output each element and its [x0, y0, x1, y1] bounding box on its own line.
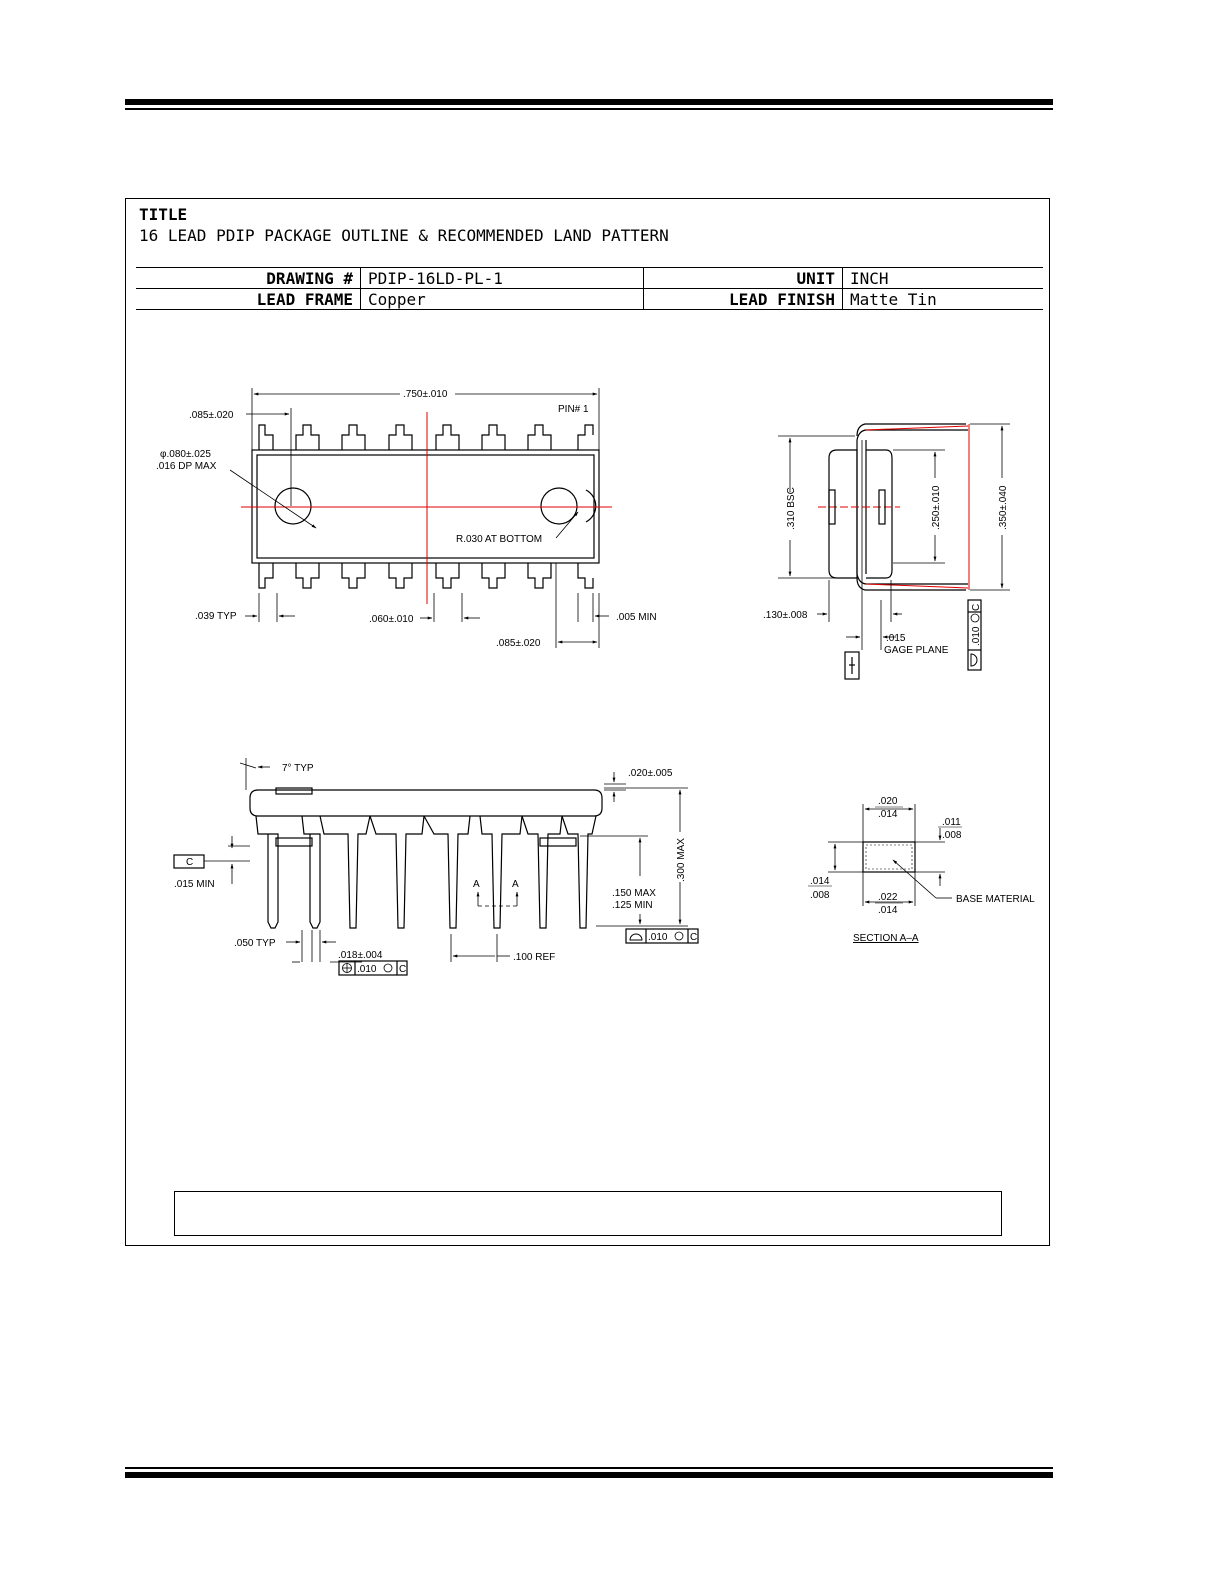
sec-bottom-min: .014	[878, 905, 898, 916]
lead-cross-section	[862, 841, 916, 873]
lead-frame-value: Copper	[360, 288, 644, 310]
end-view	[778, 423, 1010, 680]
dim-top-thickness: .020±.005	[628, 768, 673, 779]
dim-tip-min: .125 MIN	[612, 900, 653, 911]
radius-note: R.030 AT BOTTOM	[456, 534, 542, 545]
sec-top-max: .020	[878, 796, 898, 807]
gage-plane-label: GAGE PLANE	[884, 645, 949, 656]
top-view	[229, 388, 612, 648]
title-block-row: LEAD FRAME Copper LEAD FINISH Matte Tin	[136, 288, 1043, 310]
side-body	[249, 789, 603, 817]
end-body-left	[828, 449, 858, 579]
datum-c-box	[173, 854, 205, 869]
dim-tip-max: .150 MAX	[612, 888, 656, 899]
dim-gauge-thickness: .015	[886, 633, 906, 644]
end-notch	[585, 489, 597, 523]
dim-lead-gap: .060±.010	[369, 614, 414, 625]
fcf-position-datum: C	[399, 964, 406, 975]
lead-finish-value: Matte Tin	[842, 288, 1043, 310]
dim-body-width: .250±.010	[931, 485, 942, 530]
ejector-dia-label: φ.080±.025	[160, 449, 211, 460]
drawing-title: 16 LEAD PDIP PACKAGE OUTLINE & RECOMMEND…	[139, 226, 669, 245]
sec-bottom-max: .022	[878, 892, 898, 903]
header-rule-thick	[125, 99, 1053, 105]
sec-right-max: .011	[942, 817, 961, 828]
fcf-side-datum: C	[690, 932, 697, 943]
draft-angle-label: 7° TYP	[282, 763, 314, 774]
lead-frame-label: LEAD FRAME	[136, 288, 361, 310]
fcf-position	[338, 960, 408, 976]
footer-rule-thin	[125, 1467, 1053, 1469]
datum-c-label: C	[186, 857, 193, 868]
fcf-end-datum: C	[971, 604, 982, 611]
dim-pitch-ref: .100 REF	[513, 952, 555, 963]
ejector-pin-circle	[274, 487, 312, 525]
drawing-number-label: DRAWING #	[136, 267, 361, 289]
top-leads-lower	[258, 563, 594, 589]
header-rule-thin	[125, 108, 1053, 110]
base-material-label: BASE MATERIAL	[956, 894, 1035, 905]
fcf-end-view	[967, 599, 982, 671]
title-block-table: DRAWING # PDIP-16LD-PL-1 UNIT INCH LEAD …	[136, 267, 1043, 310]
footer-rule-thick	[125, 1472, 1053, 1478]
dim-end-offset: .085±.020	[496, 638, 541, 649]
dim-overall-length: .750±.010	[403, 389, 448, 400]
sec-left-max: .014	[810, 876, 830, 887]
section-a-a	[828, 804, 952, 906]
dim-height-max: .300 MAX	[676, 838, 687, 882]
end-body-right	[866, 449, 893, 579]
lead-finish-label: LEAD FINISH	[643, 288, 843, 310]
dim-lead-span: .350±.040	[998, 485, 1009, 530]
sec-left-min: .008	[810, 890, 830, 901]
pin1-indicator-circle	[540, 487, 578, 525]
top-leads-upper	[258, 424, 594, 450]
fcf-end-value: .010	[971, 626, 982, 646]
notes-box	[174, 1191, 1002, 1236]
dim-gauge: .130±.008	[763, 610, 808, 621]
section-caption: SECTION A–A	[853, 933, 919, 944]
pin1-label: PIN# 1	[558, 404, 589, 415]
fcf-side-value: .010	[648, 932, 668, 943]
section-mark-left: A	[473, 879, 480, 890]
dim-shoulder-typ: .050 TYP	[234, 938, 276, 949]
drawing-frame	[125, 198, 1050, 1246]
ejector-depth-label: .016 DP MAX	[156, 461, 217, 472]
dim-standoff: .015 MIN	[174, 879, 215, 890]
fcf-position-value: .010	[357, 964, 377, 975]
title-label: TITLE	[139, 205, 188, 224]
unit-value: INCH	[842, 267, 1043, 289]
dim-row-spacing: .310 BSC	[786, 487, 797, 530]
side-leads	[255, 815, 597, 929]
fcf-profile-side	[625, 928, 699, 944]
section-mark-right: A	[512, 879, 519, 890]
sec-top-min: .014	[878, 809, 898, 820]
dim-lead-thickness: .018±.004	[338, 950, 383, 961]
dim-end-clearance: .005 MIN	[616, 612, 657, 623]
datum-box-end	[844, 651, 860, 680]
sec-right-min: .008	[942, 830, 962, 841]
side-view	[173, 758, 699, 976]
dim-pin1-offset: .085±.020	[189, 410, 234, 421]
dim-lead-width-typ: .039 TYP	[195, 611, 237, 622]
